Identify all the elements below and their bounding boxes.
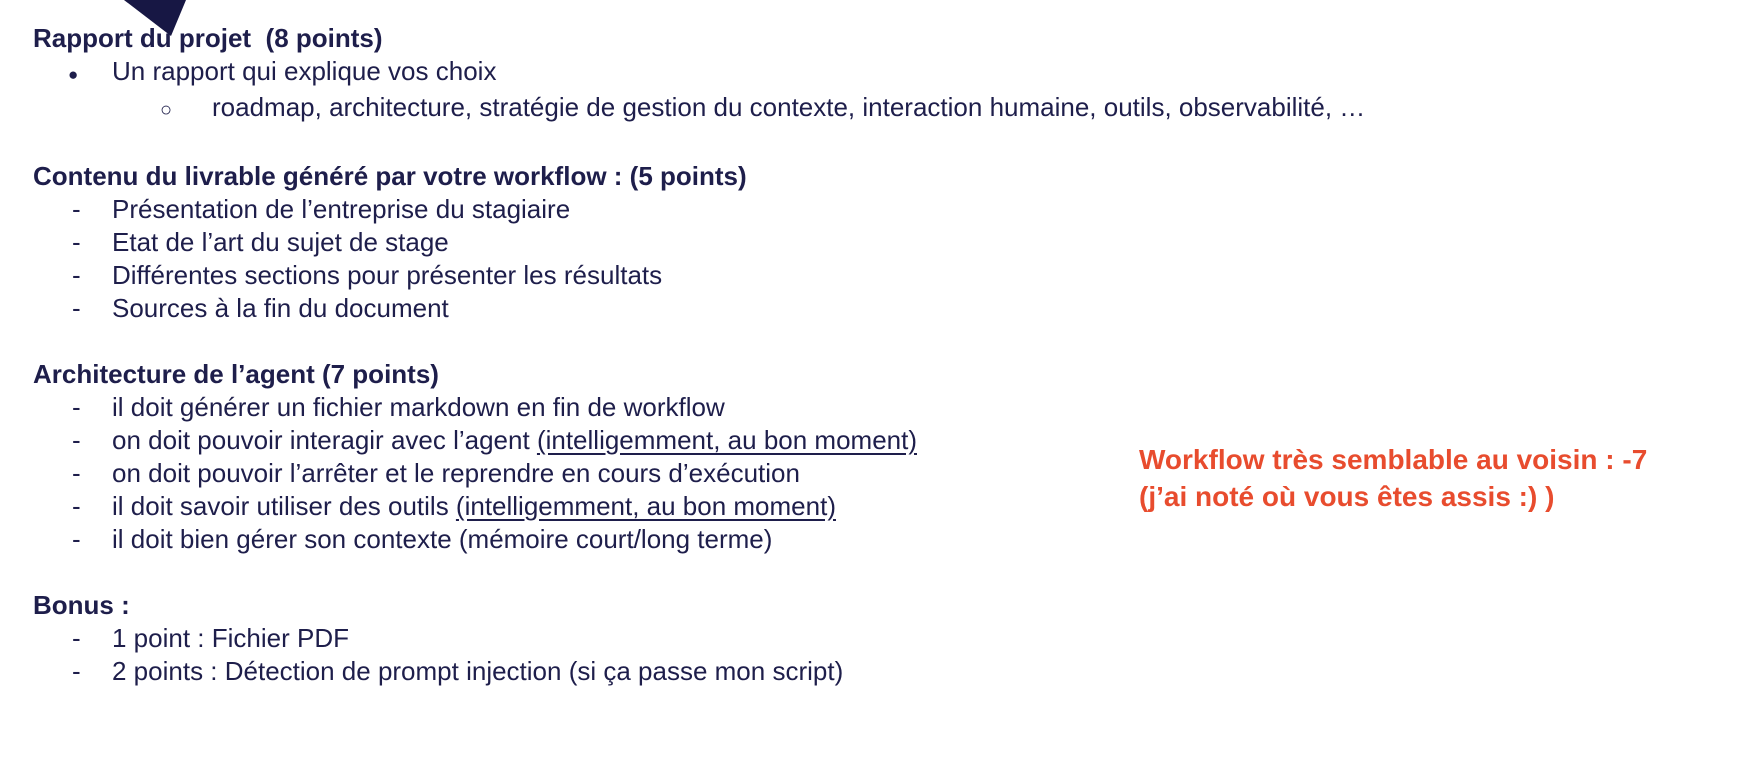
list-item: - il doit bien gérer son contexte (mémoi… bbox=[33, 523, 1513, 556]
section-heading-bonus: Bonus : bbox=[33, 590, 130, 620]
list-item-text: il doit bien gérer son contexte (mémoire… bbox=[112, 523, 1513, 556]
list-item-text-underlined: (intelligemment, au bon moment) bbox=[455, 491, 836, 521]
list-item: - on doit pouvoir interagir avec l’agent… bbox=[33, 424, 1513, 457]
list-item-text: 2 points : Détection de prompt injection… bbox=[112, 656, 844, 686]
list-item: - il doit générer un fichier markdown en… bbox=[33, 391, 1513, 424]
list-item: - on doit pouvoir l’arrêter et le repren… bbox=[33, 457, 1513, 490]
list-item: - 2 points : Détection de prompt injecti… bbox=[33, 655, 1513, 688]
list-item: - 1 point : Fichier PDF bbox=[33, 622, 1513, 655]
list-item-text: Sources à la fin du document bbox=[112, 293, 449, 323]
list-item: - Sources à la fin du document bbox=[33, 292, 1513, 325]
list-item: ● Un rapport qui explique vos choix bbox=[33, 55, 1513, 91]
list-item: - Présentation de l’entreprise du stagia… bbox=[33, 193, 1513, 226]
dash-marker: - bbox=[72, 194, 81, 224]
rubric-text-block: Rapport du projet (8 points) ● Un rappor… bbox=[33, 22, 1513, 688]
spacer bbox=[33, 127, 1513, 160]
dash-marker: - bbox=[72, 491, 81, 521]
dash-marker: - bbox=[72, 623, 81, 653]
list-item-text: 1 point : Fichier PDF bbox=[112, 623, 349, 653]
bullet-disc-icon: ● bbox=[68, 65, 79, 84]
list-item-text: Un rapport qui explique vos choix bbox=[112, 56, 497, 86]
bullet-circle-icon: ○ bbox=[160, 99, 173, 121]
dash-marker: - bbox=[72, 260, 81, 290]
dash-marker: - bbox=[72, 458, 81, 488]
list-item: ○ roadmap, architecture, stratégie de ge… bbox=[33, 91, 1513, 127]
list-item-text: roadmap, architecture, stratégie de gest… bbox=[212, 92, 1366, 122]
section-heading-architecture: Architecture de l’agent (7 points) bbox=[33, 359, 439, 389]
list-item-text-underlined: (intelligemment, au bon moment) bbox=[536, 425, 917, 455]
list-item-text: Différentes sections pour présenter les … bbox=[112, 260, 663, 290]
list-item-text: Etat de l’art du sujet de stage bbox=[112, 227, 449, 257]
dash-marker: - bbox=[72, 425, 81, 455]
dash-marker: - bbox=[72, 293, 81, 323]
dash-marker: - bbox=[72, 392, 81, 422]
section-heading-rapport: Rapport du projet (8 points) bbox=[33, 23, 383, 53]
list-item-text-plain: il doit bien gérer son contexte (mémoire… bbox=[112, 524, 773, 554]
list-item-text: il doit savoir utiliser des outils (inte… bbox=[112, 490, 1513, 523]
list-item: - il doit savoir utiliser des outils (in… bbox=[33, 490, 1513, 523]
section-heading-contenu: Contenu du livrable généré par votre wor… bbox=[33, 161, 747, 191]
list-item: - Etat de l’art du sujet de stage bbox=[33, 226, 1513, 259]
dash-marker: - bbox=[72, 227, 81, 257]
grader-comment: Workflow très semblable au voisin : -7 (… bbox=[1139, 441, 1699, 515]
list-item: - Différentes sections pour présenter le… bbox=[33, 259, 1513, 292]
list-item-text: Présentation de l’entreprise du stagiair… bbox=[112, 194, 571, 224]
spacer bbox=[33, 325, 1513, 358]
list-item-text-plain: on doit pouvoir interagir avec l’agent bbox=[112, 425, 537, 455]
arrow-fragment-icon bbox=[124, 0, 186, 36]
list-item-text-plain: il doit savoir utiliser des outils bbox=[112, 491, 456, 521]
list-item-text: il doit générer un fichier markdown en f… bbox=[112, 391, 1513, 424]
spacer bbox=[33, 556, 1513, 589]
dash-marker: - bbox=[72, 656, 81, 686]
list-item-text: on doit pouvoir l’arrêter et le reprendr… bbox=[112, 457, 1513, 490]
grader-comment-line2: (j’ai noté où vous êtes assis :) ) bbox=[1139, 481, 1555, 512]
list-item-text-plain: on doit pouvoir l’arrêter et le reprendr… bbox=[112, 458, 800, 488]
list-item-text-plain: il doit générer un fichier markdown en f… bbox=[112, 392, 725, 422]
grader-comment-line1: Workflow très semblable au voisin : -7 bbox=[1139, 444, 1648, 475]
list-item-text: on doit pouvoir interagir avec l’agent (… bbox=[112, 424, 1513, 457]
dash-marker: - bbox=[72, 524, 81, 554]
